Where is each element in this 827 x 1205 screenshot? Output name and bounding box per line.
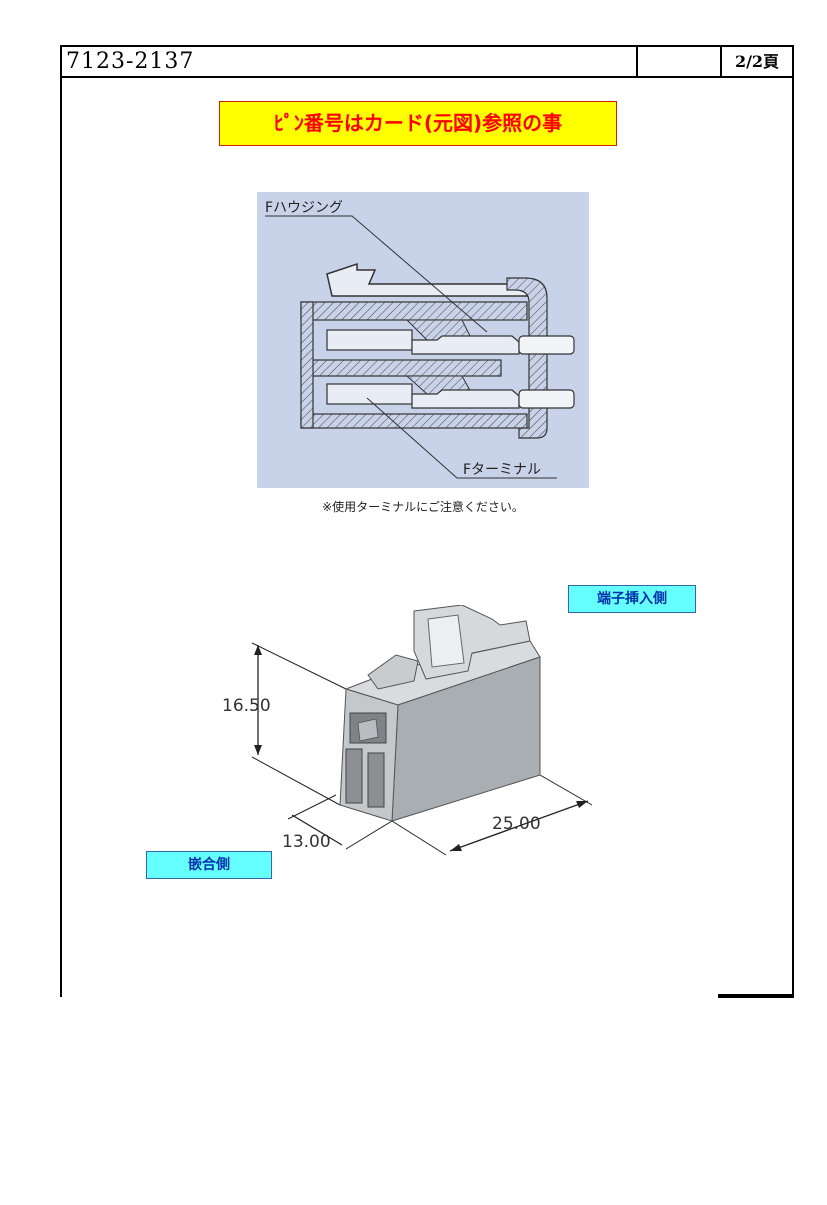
lower-wire [518, 389, 575, 409]
terminal-caution-note: ※使用ターミナルにご注意ください。 [322, 500, 524, 514]
housing-bottom-wall [300, 413, 528, 429]
upper-terminal-box [326, 329, 413, 351]
terminal-callout-line [366, 397, 557, 479]
frame-bottom-mark [718, 994, 794, 998]
upper-terminal-crimp [411, 335, 520, 355]
housing-callout-line [265, 215, 488, 333]
terminal-insertion-side-label: 端子挿入側 [568, 585, 696, 613]
front-cavity-left [345, 748, 363, 804]
housing-callout: Fハウジング [265, 200, 343, 216]
lock-lever [326, 262, 528, 297]
housing-middle-wall [300, 359, 502, 377]
terminal-callout: Fターミナル [463, 462, 541, 478]
width-dim-line [291, 814, 343, 846]
lock-ramp [367, 654, 419, 690]
housing-top-wall [300, 301, 528, 321]
header-blank-cell [638, 47, 722, 76]
length-dim-line [449, 800, 589, 852]
cross-section-diagram: Fハウジング Fターミナル [257, 192, 589, 488]
height-dimension: 16.50 [222, 696, 271, 716]
front-cavity-right [367, 752, 385, 808]
lower-terminal-crimp [411, 389, 520, 409]
housing-left-wall [300, 301, 314, 429]
document-number: 7123-2137 [62, 47, 638, 76]
mating-side-label: 嵌合側 [146, 851, 272, 879]
pin-number-notice: ﾋﾟﾝ番号はカード(元図)参照の事 [219, 101, 617, 146]
lower-terminal-box [326, 383, 413, 405]
title-block: 7123-2137 2/2頁 [60, 45, 794, 78]
page-indicator: 2/2頁 [734, 52, 780, 71]
width-dimension: 13.00 [282, 832, 331, 852]
upper-wire [518, 335, 575, 355]
length-dimension: 25.00 [492, 814, 541, 834]
connector-isometric-drawing: 16.50 13.00 25.00 [222, 605, 593, 856]
